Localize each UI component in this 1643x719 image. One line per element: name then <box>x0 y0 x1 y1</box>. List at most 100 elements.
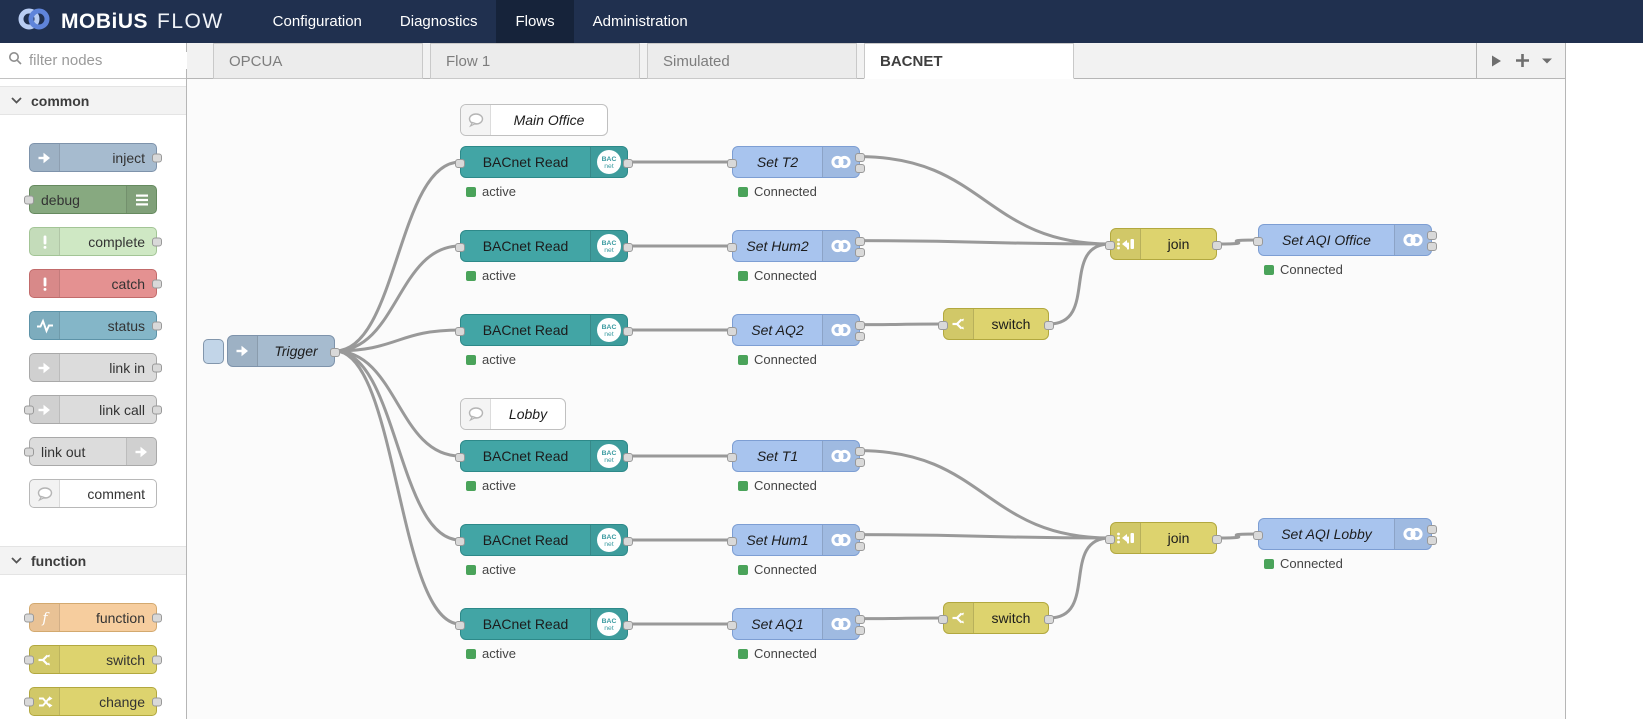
output-port-2[interactable] <box>855 457 865 467</box>
output-port-2[interactable] <box>1427 241 1437 251</box>
input-port[interactable] <box>455 536 465 546</box>
output-port-1[interactable] <box>623 158 633 168</box>
palette-node-complete[interactable]: complete <box>29 227 162 256</box>
output-port-1[interactable] <box>855 237 865 247</box>
palette-section-header-function[interactable]: function <box>0 546 186 575</box>
tab-flow-1[interactable]: Flow 1 <box>430 43 640 79</box>
input-port[interactable] <box>24 405 34 414</box>
palette-node-link-out[interactable]: link out <box>24 437 157 466</box>
output-port-2[interactable] <box>855 331 865 341</box>
tab-opcua[interactable]: OPCUA <box>213 43 423 79</box>
run-button[interactable] <box>1489 54 1503 68</box>
output-port[interactable] <box>152 237 162 246</box>
palette-node-switch[interactable]: switch <box>24 645 162 674</box>
output-port-1[interactable] <box>1427 231 1437 241</box>
output-port-1[interactable] <box>1044 614 1054 624</box>
output-port-1[interactable] <box>1044 320 1054 330</box>
nav-administration[interactable]: Administration <box>592 13 688 30</box>
output-port-1[interactable] <box>855 447 865 457</box>
node-join-join1[interactable]: join <box>1105 228 1222 260</box>
output-port-1[interactable] <box>623 536 633 546</box>
nav-flows[interactable]: Flows <box>496 0 574 43</box>
nav-configuration[interactable]: Configuration <box>272 13 362 30</box>
input-port[interactable] <box>1105 534 1115 544</box>
output-port-2[interactable] <box>855 163 865 173</box>
output-port[interactable] <box>152 697 162 706</box>
input-port[interactable] <box>455 326 465 336</box>
output-port-1[interactable] <box>623 452 633 462</box>
input-port[interactable] <box>727 620 737 630</box>
output-port[interactable] <box>152 655 162 664</box>
output-port-1[interactable] <box>1212 240 1222 250</box>
node-trigger-trigger[interactable]: Trigger <box>203 335 340 367</box>
palette-node-comment[interactable]: comment <box>29 479 157 508</box>
input-port[interactable] <box>1253 530 1263 540</box>
output-port-1[interactable] <box>330 347 340 357</box>
input-port[interactable] <box>455 452 465 462</box>
output-port[interactable] <box>152 405 162 414</box>
output-port-1[interactable] <box>1212 534 1222 544</box>
add-flow-button[interactable] <box>1515 53 1530 68</box>
palette-section-header-common[interactable]: common <box>0 86 186 115</box>
palette-node-inject[interactable]: inject <box>29 143 162 172</box>
node-switch-switch2[interactable]: switch <box>938 602 1054 634</box>
input-port[interactable] <box>24 195 34 204</box>
input-port[interactable] <box>24 447 34 456</box>
palette-node-link-call[interactable]: link call <box>24 395 162 424</box>
tab-simulated[interactable]: Simulated <box>647 43 857 79</box>
input-port[interactable] <box>24 697 34 706</box>
filter-nodes-input[interactable] <box>29 52 228 69</box>
output-port-1[interactable] <box>855 615 865 625</box>
output-port[interactable] <box>152 321 162 330</box>
output-port[interactable] <box>152 613 162 622</box>
input-port[interactable] <box>938 320 948 330</box>
input-port[interactable] <box>938 614 948 624</box>
palette-node-change[interactable]: change <box>24 687 162 716</box>
output-port-1[interactable] <box>855 153 865 163</box>
output-port-2[interactable] <box>855 247 865 257</box>
input-port[interactable] <box>455 242 465 252</box>
palette-node-link-in[interactable]: link in <box>29 353 162 382</box>
output-port-1[interactable] <box>855 531 865 541</box>
output-port-2[interactable] <box>1427 535 1437 545</box>
node-lobby-commentLobby[interactable]: Lobby <box>460 398 566 430</box>
output-port-1[interactable] <box>1427 525 1437 535</box>
node-main-office-commentOffice[interactable]: Main Office <box>460 104 608 136</box>
input-port[interactable] <box>1105 240 1115 250</box>
input-port[interactable] <box>1253 236 1263 246</box>
nav-diagnostics[interactable]: Diagnostics <box>399 13 478 30</box>
output-port[interactable] <box>152 363 162 372</box>
node-switch-switch1[interactable]: switch <box>938 308 1054 340</box>
tab-bacnet[interactable]: BACNET <box>864 43 1074 79</box>
input-port[interactable] <box>727 326 737 336</box>
output-port[interactable] <box>152 279 162 288</box>
node-join-join2[interactable]: join <box>1105 522 1222 554</box>
input-port[interactable] <box>455 158 465 168</box>
palette-node-status[interactable]: status <box>29 311 162 340</box>
output-port-2[interactable] <box>855 625 865 635</box>
output-port-2[interactable] <box>855 541 865 551</box>
input-port[interactable] <box>727 158 737 168</box>
output-port-1[interactable] <box>623 326 633 336</box>
output-port-1[interactable] <box>623 242 633 252</box>
flow-menu-chevron-button[interactable] <box>1541 57 1553 65</box>
input-port[interactable] <box>24 655 34 664</box>
output-port-1[interactable] <box>623 620 633 630</box>
input-port[interactable] <box>727 536 737 546</box>
